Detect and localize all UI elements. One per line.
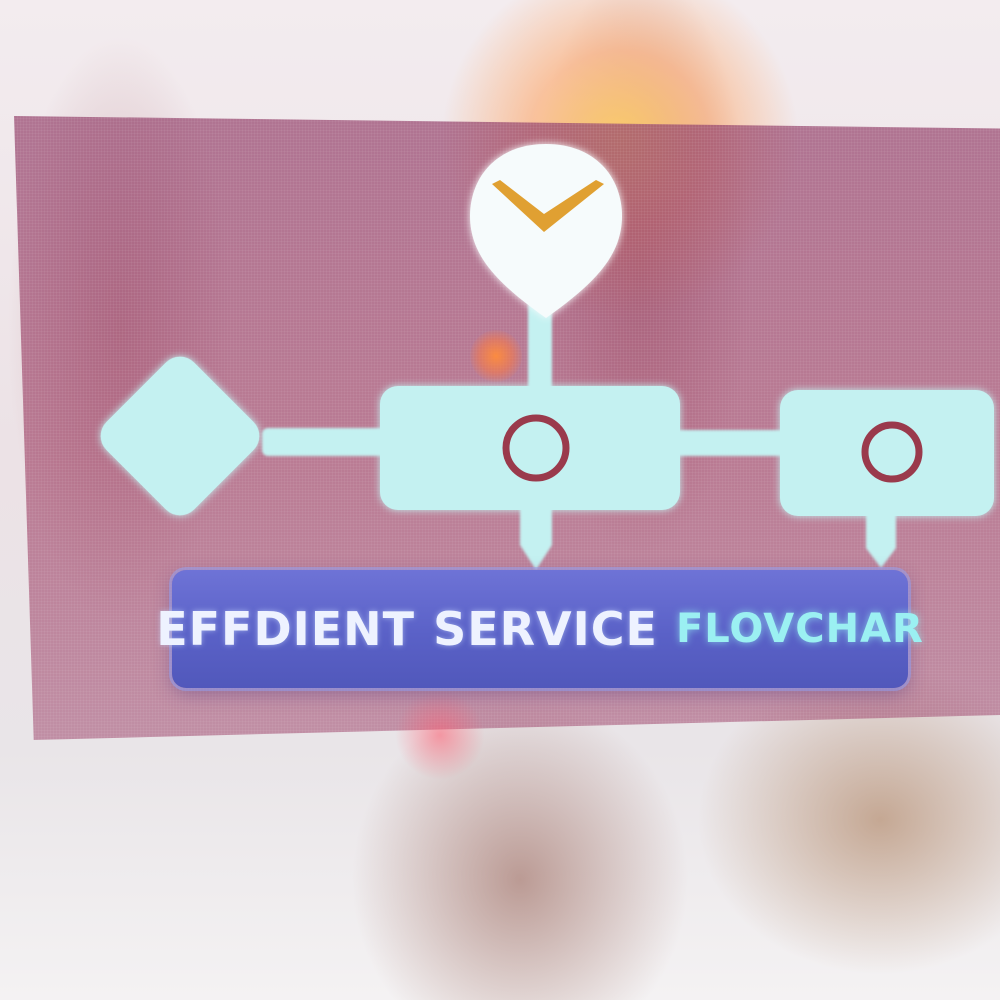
start-diamond	[100, 356, 260, 516]
connector-diamond-node1	[262, 428, 388, 456]
arrow-down-node2	[866, 505, 896, 568]
title-banner: EFFDIENT SERVICE FLOVCHAR	[156, 570, 923, 688]
arrow-down-node1	[520, 505, 552, 570]
process-node-2	[780, 390, 994, 516]
circle-icon	[502, 414, 570, 482]
title-word-3: FLOVCHAR	[675, 606, 924, 652]
title-word-1: EFFDIENT	[156, 602, 416, 656]
connector-node1-node2	[672, 430, 790, 456]
check-pin-icon	[470, 144, 622, 318]
process-node-1	[380, 386, 680, 510]
title-word-2: SERVICE	[433, 602, 658, 656]
circle-icon	[861, 421, 923, 483]
connector-top-node1	[528, 300, 552, 396]
